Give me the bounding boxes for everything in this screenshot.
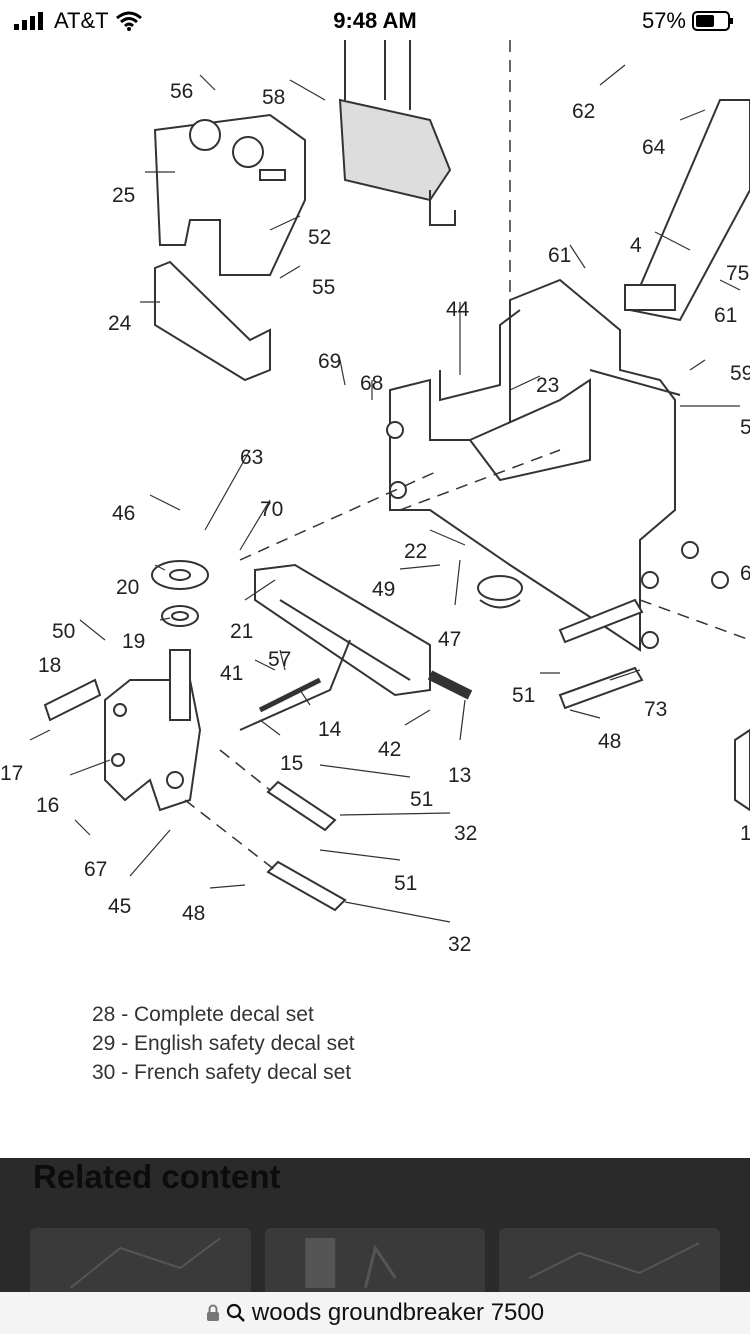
part-number-label: 14 (318, 718, 342, 741)
part-number-label: 59 (730, 362, 750, 385)
search-query: woods groundbreaker 7500 (251, 1299, 545, 1326)
url-bar[interactable]: woods groundbreaker 7500 (0, 1292, 750, 1334)
related-thumbnail[interactable] (499, 1228, 721, 1292)
part-number-label: 23 (536, 374, 559, 397)
lock-icon (206, 1304, 219, 1321)
thumbnail-image (69, 1237, 221, 1289)
part-number-label: 51 (512, 684, 535, 707)
part-number-label: 75 (726, 262, 749, 285)
part-number-label: 16 (36, 794, 59, 817)
part-number-label: 63 (240, 446, 263, 469)
part-number-label: 4 (630, 234, 642, 257)
part-number-label: 70 (260, 498, 283, 521)
part-number-label: 67 (84, 858, 107, 881)
part-number-label: 68 (360, 372, 383, 395)
valve-block (338, 98, 452, 202)
part-number-label: 47 (438, 628, 461, 651)
part-14-cylinder (254, 563, 431, 697)
carrier: AT&T (14, 8, 143, 34)
part-number-label: 61 (714, 304, 737, 327)
related-content-panel[interactable]: Related content (0, 1158, 750, 1292)
part-number-label: 51 (410, 788, 433, 811)
clock: 9:48 AM (333, 8, 417, 33)
wifi-icon (115, 11, 142, 31)
carrier-name: AT&T (54, 8, 109, 33)
part-number-label: 64 (642, 136, 666, 159)
part-number-label: 62 (572, 100, 595, 123)
part-number-label: 55 (312, 276, 335, 299)
thumbnail-image (529, 1242, 701, 1279)
part-number-label: 42 (378, 738, 401, 761)
related-thumbnail[interactable] (264, 1228, 486, 1292)
part-number-label: 32 (448, 933, 471, 956)
part-number-label: 15 (280, 752, 303, 775)
legend-line: 28 - Complete decal set (92, 1003, 314, 1026)
related-content-title: Related content (33, 1158, 281, 1195)
part-number-label: 45 (108, 895, 131, 918)
battery-icon (692, 11, 733, 31)
part-number-label: 50 (52, 620, 75, 643)
exploded-parts-drawing: 5658626425525524475616144696823595634670… (0, 40, 750, 956)
part-number-label: 18 (38, 654, 61, 677)
part-number-label: 13 (448, 764, 471, 787)
part-number-label: 61 (548, 244, 571, 267)
part-number-label: 51 (394, 872, 417, 895)
decal-legend: 28 - Complete decal set 29 - English saf… (92, 1000, 355, 1087)
battery-percent: 57% (641, 8, 686, 33)
battery: 57% (642, 8, 734, 34)
part-number-label: 24 (108, 312, 132, 335)
part-24-plate (154, 260, 271, 382)
part-number-label: 32 (454, 822, 477, 845)
part-4-arm (628, 99, 750, 322)
part-number-label: 73 (644, 698, 667, 721)
signal-icon (14, 12, 43, 30)
related-thumbnail[interactable] (30, 1228, 251, 1292)
legend-line: 29 - English safety decal set (92, 1032, 355, 1055)
part-number-label: 49 (372, 578, 395, 601)
part-number-label: 21 (230, 620, 253, 643)
part-number-label: 5 (740, 416, 750, 439)
part-number-label: 56 (170, 80, 193, 103)
part-number-label: 46 (112, 502, 135, 525)
related-thumbnails (30, 1228, 721, 1292)
status-bar: AT&T 9:48 AM 57% (0, 0, 750, 40)
part-number-label: 48 (598, 730, 621, 753)
part-25-cover (153, 113, 306, 276)
part-number-label: 58 (262, 86, 285, 109)
part-number-label: 69 (318, 350, 341, 373)
part-number-label: 6 (740, 562, 750, 585)
part-number-label: 22 (404, 540, 427, 563)
part-number-label: 48 (182, 902, 205, 925)
part-number-label: 52 (308, 226, 331, 249)
part-number-label: 17 (0, 762, 23, 785)
part-number-label: 19 (122, 630, 145, 653)
part-number-label: 20 (116, 576, 139, 599)
legend-line: 30 - French safety decal set (92, 1061, 352, 1084)
search-icon (226, 1303, 245, 1322)
part-number-label: 41 (220, 662, 243, 685)
part-number-label: 25 (112, 184, 135, 207)
part-number-label: 57 (268, 648, 291, 671)
part-number-label: 44 (446, 298, 470, 321)
part-number-label: 1 (740, 822, 750, 845)
thumbnail-image (305, 1238, 397, 1289)
